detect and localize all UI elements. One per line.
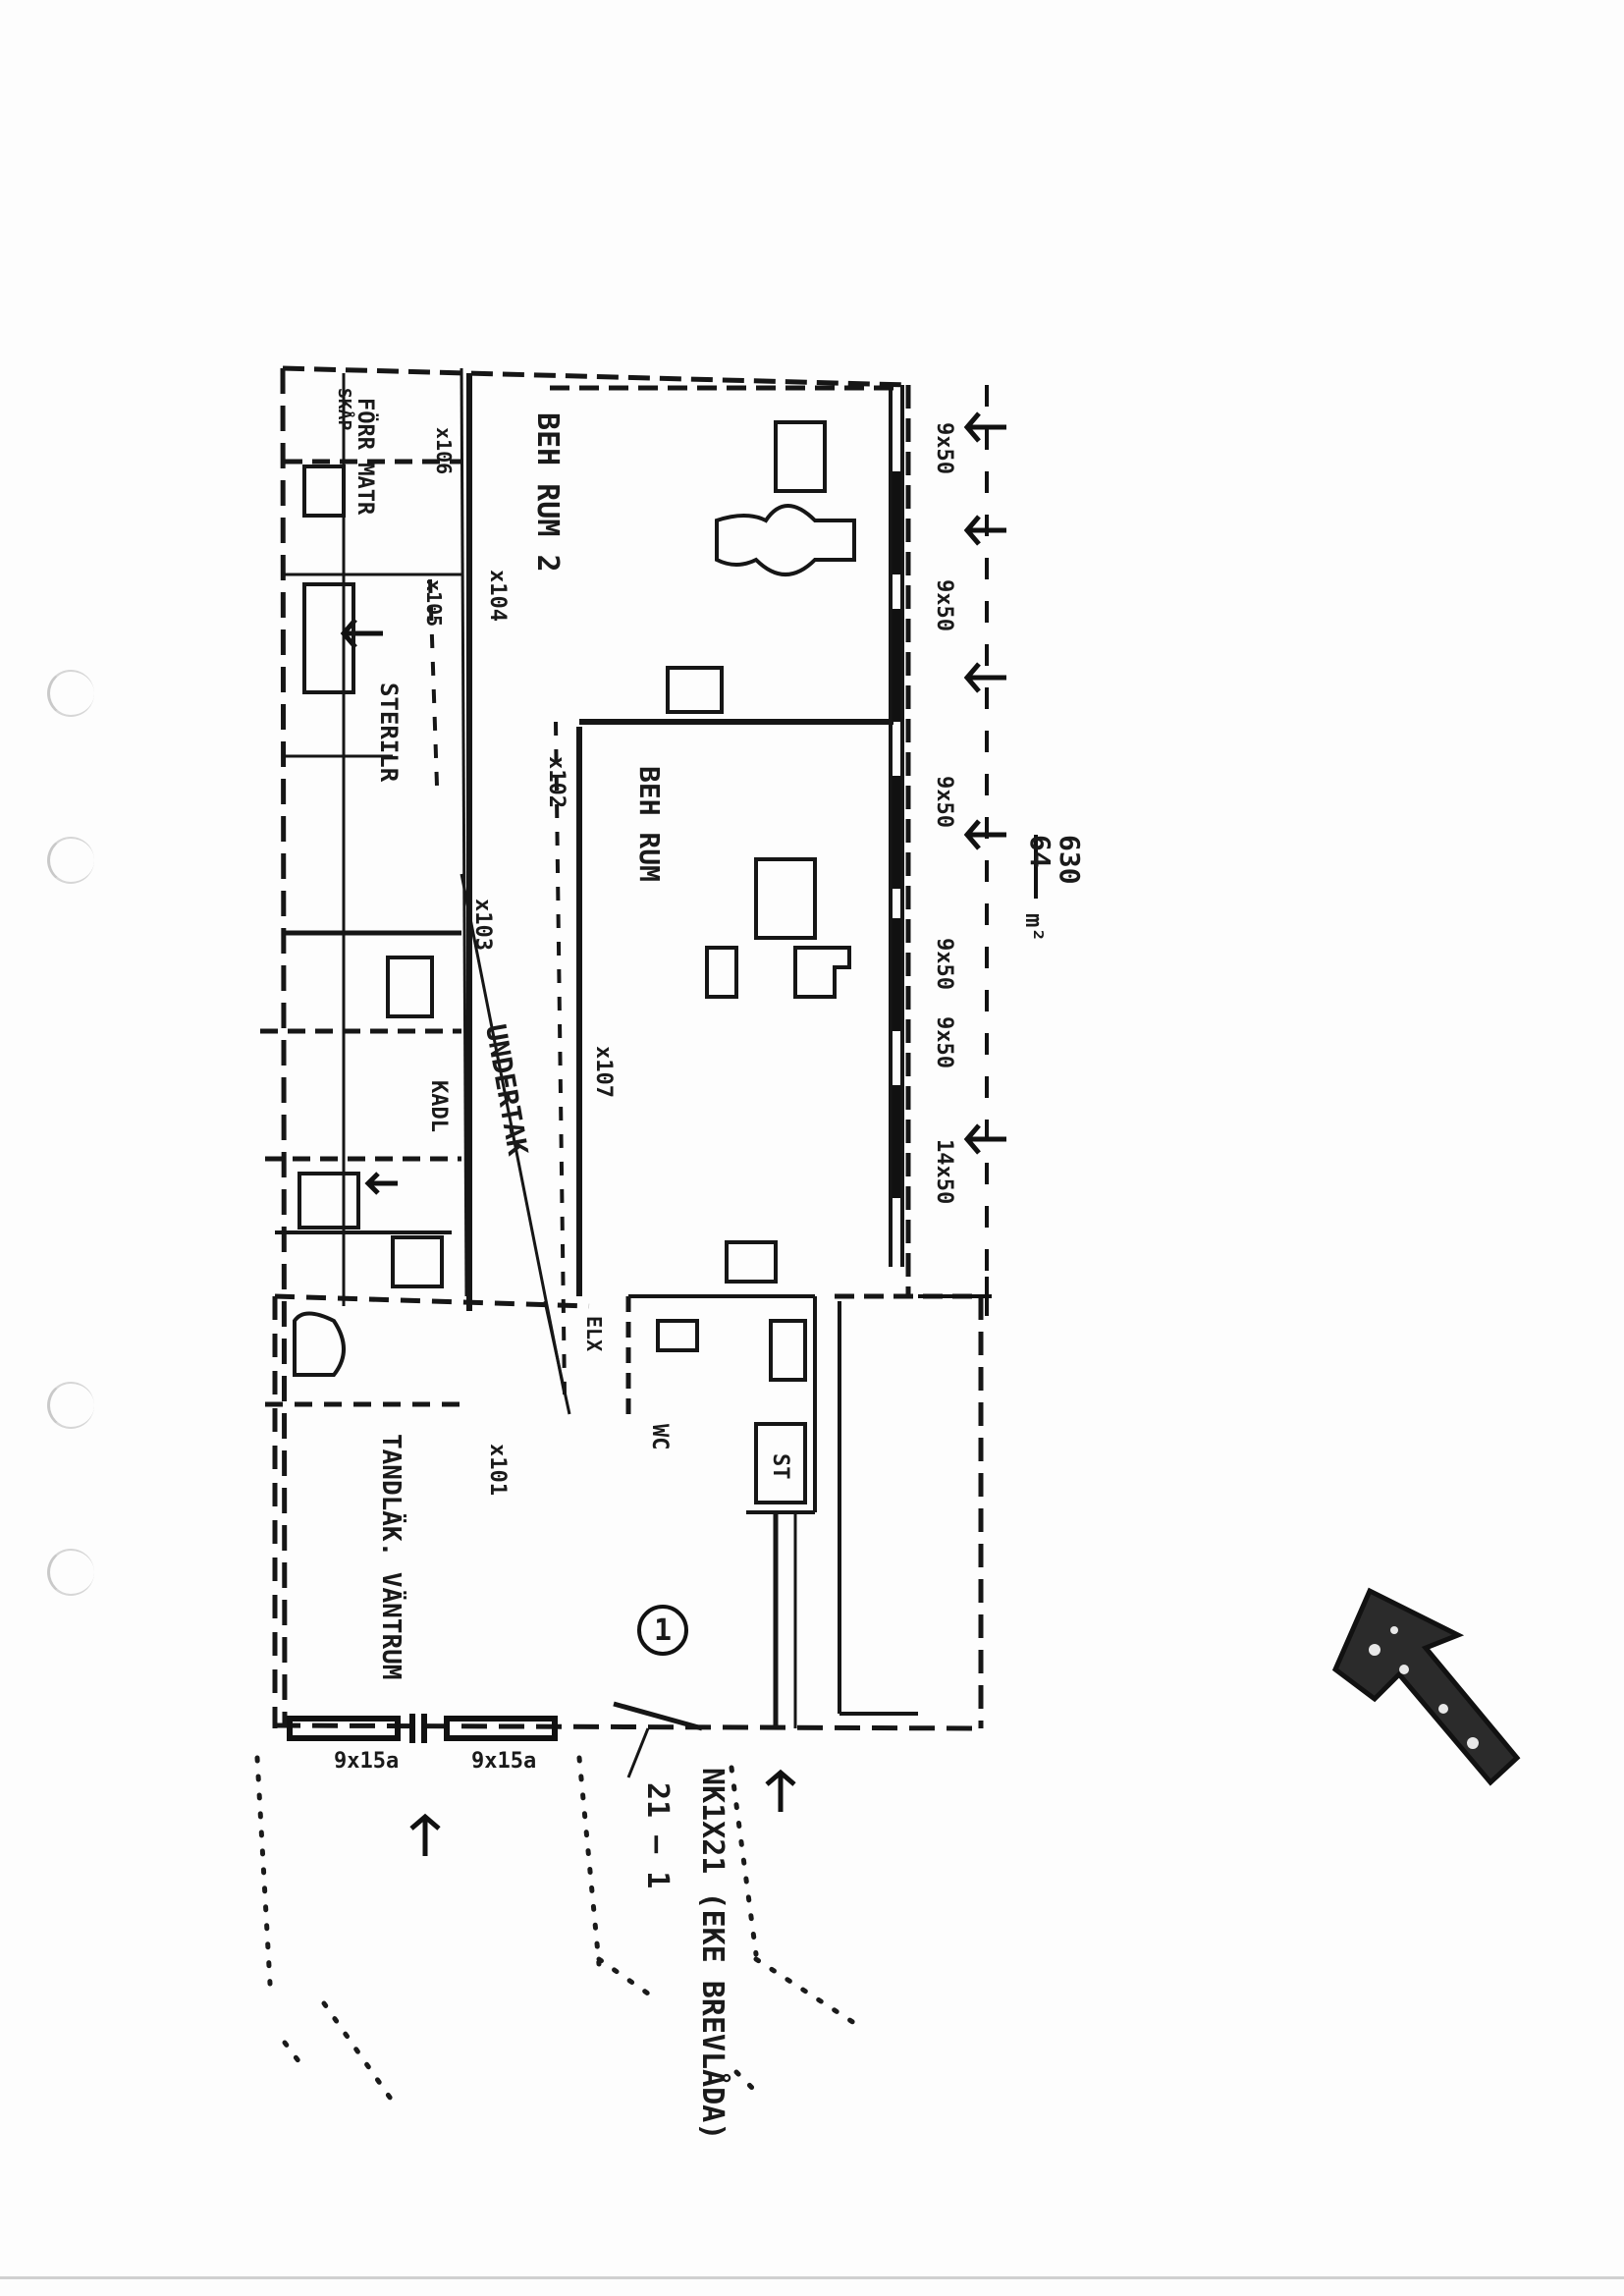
- entrance-door-code: NK1X21 (EKE BREVLÅDA): [695, 1768, 731, 2140]
- window-size: 9x50: [932, 938, 956, 990]
- door-code-x101: x101: [485, 1444, 510, 1496]
- dental-chair-1: [666, 420, 856, 714]
- north-arrow-icon: [1331, 1587, 1521, 1786]
- area-annotation: 630 64 m²: [1020, 835, 1086, 942]
- entrance-marker: 1: [637, 1605, 688, 1656]
- dimension-value: 630: [1054, 835, 1086, 885]
- window-size: 9x50: [932, 579, 956, 631]
- label-wc: WC: [647, 1424, 672, 1450]
- dental-chair-2: [705, 857, 851, 1284]
- window-size-bottom: 9x15a: [334, 1749, 399, 1774]
- windows-bottom: [287, 1714, 558, 1743]
- entry-arrows: [409, 1769, 796, 1856]
- window-size: 14x50: [932, 1139, 956, 1204]
- door-code-x106: x106: [432, 427, 456, 474]
- punch-hole-icon: [47, 837, 94, 884]
- punch-hole-icon: [47, 1549, 94, 1596]
- dimension-line: [918, 385, 992, 1316]
- plan-walls: [260, 365, 984, 1778]
- room-label-beh-rum-2: BEH RUM 2: [530, 412, 565, 573]
- door-code-x102: x102: [544, 756, 568, 808]
- window-arrows: [340, 411, 1006, 1195]
- label-skap: SKÅP: [334, 388, 356, 431]
- window-size: 9x50: [932, 422, 956, 474]
- window-size: 9x50: [932, 1016, 956, 1068]
- door-code-x105: x105: [422, 579, 446, 627]
- room-label-beh-rum: BEH RUM: [633, 766, 666, 882]
- room-label-forr-matr: FÖRR MATR: [352, 398, 378, 516]
- door-code-x104: x104: [485, 570, 510, 622]
- area-value: 64: [1024, 835, 1056, 868]
- exterior-dotted: [254, 1755, 857, 2105]
- entrance-number: 1: [654, 1613, 672, 1648]
- punch-hole-icon: [47, 1382, 94, 1429]
- door-code-x103: x103: [470, 899, 495, 951]
- page-edge: [0, 2276, 1624, 2279]
- entrance-door-size: 21 – 1: [640, 1782, 675, 1888]
- window-size: 9x50: [932, 776, 956, 828]
- label-kadl: KADL: [426, 1080, 451, 1132]
- label-elx: ELX: [582, 1316, 606, 1351]
- area-unit: m²: [1020, 913, 1048, 942]
- fixtures: [293, 465, 807, 1504]
- room-label-sterilr: STERILR: [375, 683, 403, 783]
- label-st: ST: [768, 1453, 792, 1480]
- window-size-bottom: 9x15a: [471, 1749, 536, 1774]
- room-label-vantrum: TANDLÄK. VÄNTRUM: [376, 1434, 407, 1679]
- door-code-x107: x107: [591, 1046, 616, 1098]
- punch-hole-icon: [47, 670, 94, 717]
- label-undertak: UNDERTAK: [479, 1021, 534, 1158]
